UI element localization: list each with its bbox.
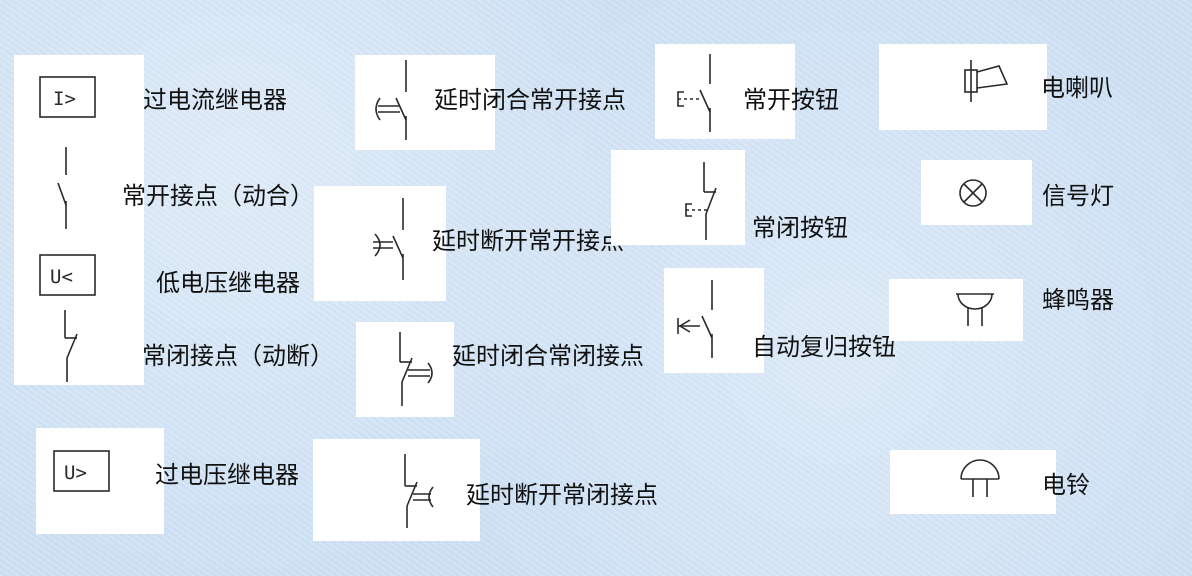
- auto-reset-button-label: 自动复归按钮: [752, 333, 896, 361]
- auto-reset-button-card: [664, 268, 764, 373]
- signal-lamp-label: 信号灯: [1042, 182, 1114, 210]
- overcurrent-relay-symbol: I>: [39, 76, 96, 118]
- signal-lamp-card: [921, 160, 1032, 225]
- overvoltage-relay-card: [36, 428, 164, 534]
- delay-open-no-label: 延时断开常开接点: [432, 227, 624, 255]
- delay-close-no-label: 延时闭合常开接点: [434, 86, 626, 114]
- nc-button-label: 常闭按钮: [752, 214, 848, 242]
- delay-open-nc-card: [313, 439, 480, 541]
- delay-open-no-symbol: [373, 198, 404, 280]
- no-contact-symbol: [57, 147, 67, 229]
- bell-icon: [960, 459, 1000, 497]
- no-contact-label: 常开接点（动合）: [122, 182, 314, 210]
- speaker-icon: [964, 60, 1009, 102]
- overcurrent-relay-label: 过电流继电器: [143, 86, 287, 114]
- delay-close-no-card: [355, 55, 495, 150]
- buzzer-icon: [956, 293, 994, 326]
- undervoltage-relay-mark: U<: [50, 266, 73, 288]
- buzzer-label: 蜂鸣器: [1042, 286, 1114, 314]
- undervoltage-relay-symbol: U<: [39, 254, 96, 296]
- overvoltage-relay-symbol: U>: [53, 450, 110, 492]
- delay-close-nc-card: [356, 322, 454, 417]
- delay-close-nc-label: 延时闭合常闭接点: [452, 342, 644, 370]
- auto-reset-button-symbol: [677, 280, 713, 358]
- nc-contact-label: 常闭接点（动断）: [142, 342, 334, 370]
- delay-close-no-symbol: [375, 60, 407, 140]
- signal-lamp-icon: [959, 179, 987, 207]
- nc-button-card: [611, 150, 745, 245]
- overcurrent-relay-mark: I>: [53, 88, 76, 110]
- speaker-card: [879, 44, 1047, 130]
- nc-button-symbol: [685, 162, 717, 240]
- speaker-label: 电喇叭: [1041, 74, 1113, 102]
- nc-contact-symbol: [64, 310, 78, 382]
- delay-close-nc-symbol: [399, 332, 433, 406]
- overvoltage-relay-mark: U>: [64, 462, 87, 484]
- delay-open-nc-symbol: [404, 454, 434, 528]
- no-button-symbol: [677, 54, 711, 132]
- buzzer-card: [889, 279, 1023, 341]
- bell-label: 电铃: [1042, 471, 1090, 499]
- delay-open-nc-label: 延时断开常闭接点: [466, 481, 658, 509]
- overvoltage-relay-label: 过电压继电器: [155, 461, 299, 489]
- no-button-label: 常开按钮: [743, 86, 839, 114]
- undervoltage-relay-label: 低电压继电器: [156, 269, 300, 297]
- relay-column-card: [14, 55, 144, 385]
